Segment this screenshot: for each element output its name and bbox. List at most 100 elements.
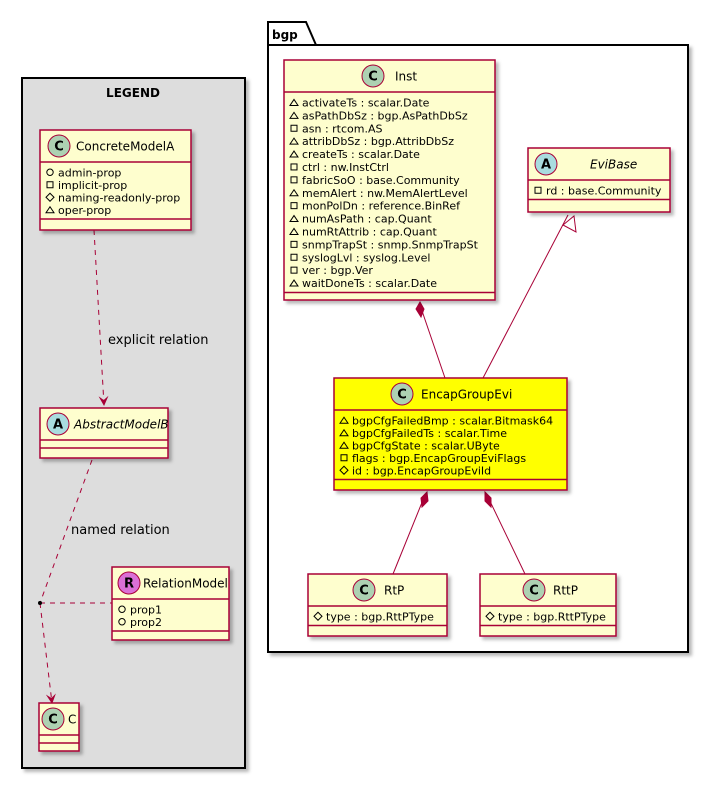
concrete-model-attribute-text: implicit-prop — [58, 179, 127, 192]
inst-attribute-text: memAlert : nw.MemAlertLevel — [302, 187, 468, 200]
concrete-model-stereotype-circle — [47, 134, 71, 158]
encap-attribute: flags : bgp.EncapGroupEviFlags — [340, 452, 526, 465]
inst-stereotype-circle — [361, 64, 385, 88]
class-c-stereotype-circle — [41, 707, 65, 731]
class-rtp[interactable]: C RtP type : bgp.RttPType — [307, 573, 448, 637]
named-relation-label: named relation — [71, 523, 170, 538]
abstract-model-stereotype-circle — [46, 412, 70, 436]
package-name: bgp — [272, 28, 298, 42]
inst-attribute-text: fabricSoO : base.Community — [302, 174, 460, 187]
inst-attribute: activateTs : scalar.Date — [289, 96, 430, 109]
encap-stereotype-circle — [390, 382, 414, 406]
concrete-model-attribute: naming-readonly-prop — [45, 191, 180, 204]
evibase-stereotype-letter: A — [541, 158, 551, 173]
inst-attribute: createTs : scalar.Date — [289, 148, 420, 161]
inst-attribute: syslogLvl : syslog.Level — [290, 251, 430, 264]
inst-attribute-text: numAsPath : cap.Quant — [302, 213, 432, 226]
rtp-stereotype-circle — [352, 578, 376, 602]
explicit-relation-label: explicit relation — [108, 333, 208, 348]
rtp-attribute: type : bgp.RttPType — [313, 610, 434, 623]
relation-model-attribute-text: prop2 — [130, 616, 162, 629]
relation-model-attribute: prop1 — [118, 603, 162, 616]
encap-rtp-composition-diamond — [420, 490, 429, 509]
concrete-model-class-name: ConcreteModelA — [76, 140, 175, 154]
encap-attribute-text: id : bgp.EncapGroupEviId — [352, 464, 491, 477]
class-concrete-model-a[interactable]: C ConcreteModelA admin-propimplicit-propna… — [39, 129, 192, 231]
rttp-stereotype-letter: C — [529, 584, 539, 599]
class-c-stereotype-letter: C — [48, 713, 58, 728]
relation-model-stereotype-letter: R — [124, 577, 134, 592]
rttp-class-name: RttP — [553, 584, 578, 598]
encap-attribute-text: bgpCfgFailedTs : scalar.Time — [352, 427, 507, 440]
encap-attribute: bgpCfgFailedBmp : scalar.Bitmask64 — [339, 414, 553, 427]
relation-ends — [38, 215, 577, 605]
inst-attribute: attribDbSz : bgp.AttribDbSz — [289, 135, 454, 148]
encap-attribute: bgpCfgFailedTs : scalar.Time — [339, 427, 507, 440]
inst-attribute: asn : rtcom.AS — [290, 122, 382, 135]
inst-attribute: monPolDn : reference.BinRef — [290, 200, 461, 213]
inst-attribute: fabricSoO : base.Community — [290, 174, 460, 187]
inst-attribute-text: attribDbSz : bgp.AttribDbSz — [302, 135, 454, 148]
rtp-attribute-text: type : bgp.RttPType — [326, 610, 434, 623]
encap-rttp-composition-diamond — [484, 490, 492, 509]
encap-rtp-composition-line — [392, 494, 426, 575]
evibase-inheritance-triangle — [562, 215, 577, 233]
class-evi-base[interactable]: A EviBase rd : base.Community — [527, 147, 671, 213]
inst-attribute: memAlert : nw.MemAlertLevel — [289, 187, 468, 200]
encap-class-name: EncapGroupEvi — [421, 388, 512, 402]
inst-class-name: Inst — [395, 70, 417, 84]
inst-attribute: ctrl : nw.InstCtrl — [290, 161, 389, 174]
inst-attribute: waitDoneTs : scalar.Date — [289, 277, 437, 290]
inst-attribute: ver : bgp.Ver — [290, 264, 373, 277]
evibase-attribute-text: rd : base.Community — [546, 184, 662, 197]
inst-attribute: asPathDbSz : bgp.AsPathDbSz — [289, 109, 468, 122]
relations — [39, 214, 569, 704]
evibase-stereotype-circle — [534, 152, 558, 176]
inst-attribute-text: createTs : scalar.Date — [302, 148, 420, 161]
concrete-model-stereotype-letter: C — [54, 140, 64, 155]
named-relation-line-bottom — [39, 602, 56, 704]
concrete-model-attribute-text: oper-prop — [58, 204, 111, 217]
encap-attribute-text: bgpCfgState : scalar.UByte — [352, 439, 500, 452]
inst-attribute-text: monPolDn : reference.BinRef — [302, 200, 461, 213]
class-c-class-name: C — [68, 713, 76, 727]
relation-model-class-name: RelationModel — [143, 577, 228, 591]
inst-attribute: numRtAttrib : cap.Quant — [289, 225, 437, 238]
rttp-attribute: type : bgp.RttPType — [485, 610, 606, 623]
abstract-model-class-name: AbstractModelB — [73, 418, 169, 432]
relation-model-attribute-text: prop1 — [130, 603, 162, 616]
encap-attribute-text: flags : bgp.EncapGroupEviFlags — [352, 452, 526, 465]
inst-attribute-text: waitDoneTs : scalar.Date — [302, 277, 437, 290]
rttp-stereotype-circle — [522, 578, 546, 602]
relation-junction-dot — [38, 601, 42, 605]
encap-attribute: bgpCfgState : scalar.UByte — [339, 439, 500, 452]
class-inst[interactable]: C Inst activateTs : scalar.DateasPathDbSz … — [283, 59, 496, 301]
encap-attribute-text: bgpCfgFailedBmp : scalar.Bitmask64 — [352, 414, 553, 427]
class-rttp[interactable]: C RttP type : bgp.RttPType — [479, 573, 617, 637]
inst-attribute-text: syslogLvl : syslog.Level — [302, 251, 430, 264]
evibase-class-name: EviBase — [590, 158, 637, 172]
relation-model-stereotype-circle — [117, 571, 141, 595]
rtp-class-name: RtP — [384, 584, 404, 598]
inst-attribute-text: activateTs : scalar.Date — [302, 96, 430, 109]
rtp-stereotype-letter: C — [359, 584, 369, 599]
relation-model-attribute: prop2 — [118, 616, 162, 629]
encap-rttp-composition-line — [486, 494, 526, 575]
concrete-model-attribute: admin-prop — [46, 166, 121, 179]
inst-attribute-text: numRtAttrib : cap.Quant — [302, 225, 437, 238]
rttp-attribute-text: type : bgp.RttPType — [498, 610, 606, 623]
concrete-model-attribute-text: admin-prop — [58, 166, 121, 179]
inst-stereotype-letter: C — [368, 70, 378, 85]
legend-title: LEGEND — [106, 86, 160, 100]
evibase-inheritance-line — [482, 214, 569, 379]
encap-attribute: id : bgp.EncapGroupEviId — [339, 464, 491, 477]
inst-attribute-text: asn : rtcom.AS — [302, 122, 382, 135]
class-encap-group-evi[interactable]: C EncapGroupEvi bgpCfgFailedBmp : scalar.B… — [333, 377, 568, 491]
concrete-model-attribute-text: naming-readonly-prop — [58, 191, 180, 204]
encap-stereotype-letter: C — [397, 388, 407, 403]
evibase-attribute: rd : base.Community — [534, 184, 662, 197]
